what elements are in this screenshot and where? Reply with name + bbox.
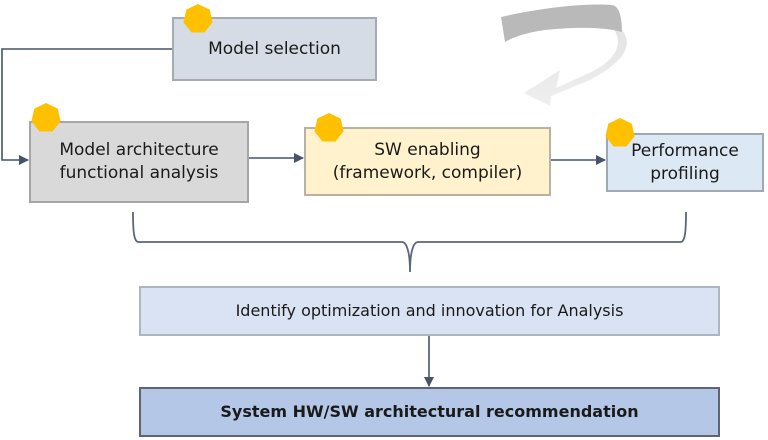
node-performance-profiling: Performance profiling xyxy=(606,133,764,192)
node-label: System HW/SW architectural recommendatio… xyxy=(220,402,639,422)
feedback-loop-arrow-icon xyxy=(501,4,627,106)
node-label: Performance profiling xyxy=(631,140,739,184)
node-identify-optimization: Identify optimization and innovation for… xyxy=(139,286,720,336)
connector-selection-to-architecture xyxy=(1,48,172,165)
node-label: Model selection xyxy=(208,38,341,59)
node-label: SW enabling (framework, compiler) xyxy=(332,139,523,183)
heptagon-marker-icon xyxy=(31,103,61,132)
node-label: Identify optimization and innovation for… xyxy=(235,301,624,321)
node-architectural-recommendation: System HW/SW architectural recommendatio… xyxy=(139,387,720,437)
node-label: Model architecture functional analysis xyxy=(59,140,219,183)
node-sw-enabling: SW enabling (framework, compiler) xyxy=(304,127,551,196)
node-model-architecture: Model architecture functional analysis xyxy=(29,121,249,203)
heptagon-marker-icon xyxy=(314,113,344,142)
heptagon-marker-icon xyxy=(605,118,635,147)
grouping-brace xyxy=(132,211,687,273)
heptagon-marker-icon xyxy=(183,4,213,33)
